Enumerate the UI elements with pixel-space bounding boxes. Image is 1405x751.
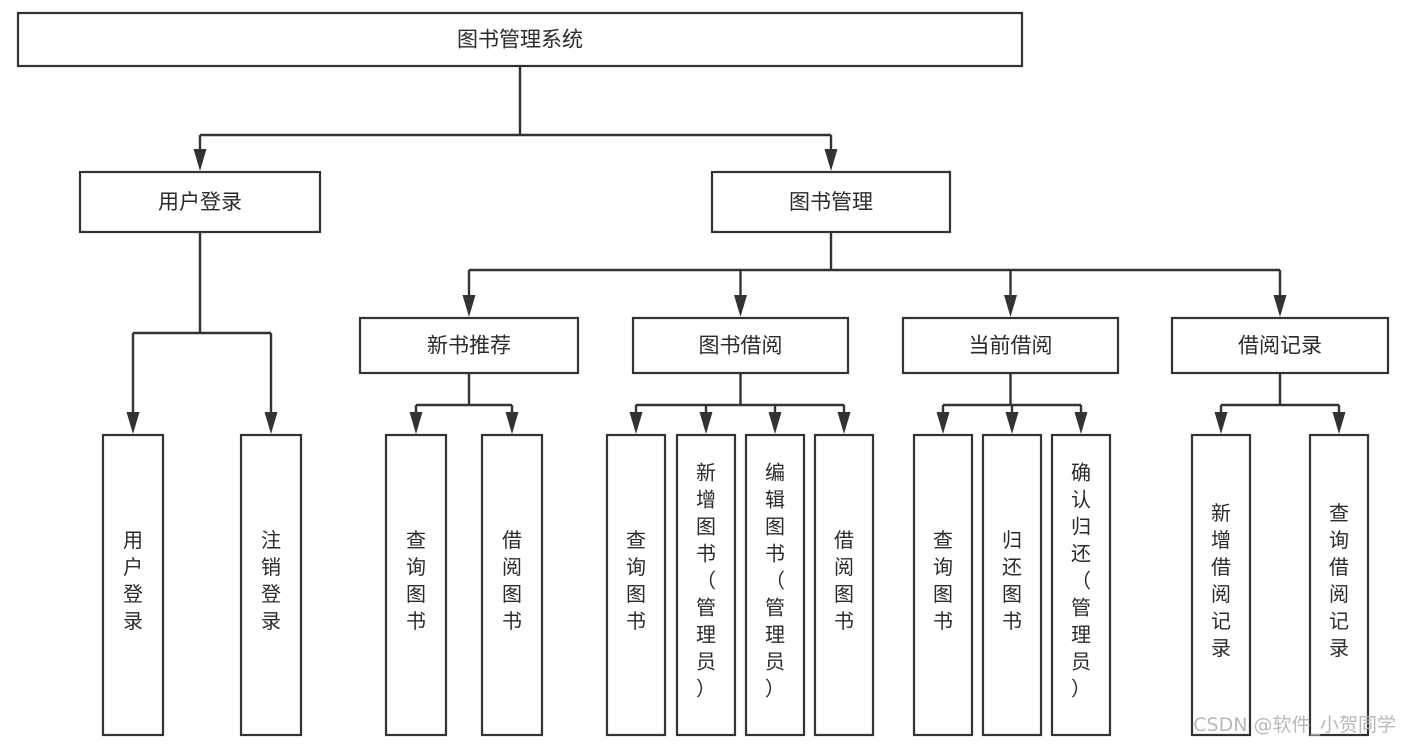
node-label-leaf-add-book: 新增图书（管理员） — [696, 461, 716, 701]
node-box-leaf-query-book-cur — [912, 433, 974, 737]
node-leaf-query-book-cur[interactable]: 查询图书 — [912, 433, 974, 737]
node-leaf-add-book[interactable]: 新增图书（管理员） — [675, 433, 737, 737]
node-box-leaf-borrow-book-rec — [480, 433, 544, 737]
node-leaf-edit-book[interactable]: 编辑图书（管理员） — [744, 433, 806, 737]
node-box-current-borrow — [901, 316, 1120, 375]
node-current-borrow[interactable]: 当前借阅 — [901, 316, 1120, 375]
connectors-layer — [126, 66, 1346, 434]
node-box-leaf-borrow-book — [813, 433, 875, 737]
node-leaf-borrow-book[interactable]: 借阅图书 — [813, 433, 875, 737]
node-borrow-records[interactable]: 借阅记录 — [1170, 316, 1390, 375]
node-box-book-borrow — [631, 316, 850, 375]
node-user-login[interactable]: 用户登录 — [78, 170, 322, 234]
node-label-book-manage: 图书管理 — [789, 190, 873, 214]
node-box-leaf-edit-book — [744, 433, 806, 737]
node-label-leaf-user-login: 用户登录 — [123, 528, 143, 633]
node-box-leaf-query-book-borrow — [605, 433, 667, 737]
node-box-root — [16, 11, 1024, 68]
node-leaf-query-book-rec[interactable]: 查询图书 — [384, 433, 448, 737]
node-box-leaf-query-record — [1308, 433, 1370, 737]
node-box-book-manage — [710, 170, 952, 234]
node-leaf-return-book[interactable]: 归还图书 — [981, 433, 1043, 737]
node-box-borrow-records — [1170, 316, 1390, 375]
node-leaf-user-login[interactable]: 用户登录 — [101, 433, 165, 737]
node-label-leaf-borrow-book: 借阅图书 — [834, 528, 854, 633]
node-box-new-book-recommend — [358, 316, 580, 375]
node-label-leaf-confirm-return: 确认归还（管理员） — [1071, 461, 1091, 701]
node-leaf-confirm-return[interactable]: 确认归还（管理员） — [1050, 433, 1112, 737]
node-label-leaf-add-record: 新增借阅记录 — [1211, 501, 1231, 660]
node-leaf-user-logout[interactable]: 注销登录 — [239, 433, 303, 737]
node-new-book-recommend[interactable]: 新书推荐 — [358, 316, 580, 375]
node-label-leaf-query-book-cur: 查询图书 — [933, 528, 953, 633]
node-leaf-query-book-borrow[interactable]: 查询图书 — [605, 433, 667, 737]
node-label-root: 图书管理系统 — [457, 28, 583, 52]
node-label-book-borrow: 图书借阅 — [699, 334, 783, 358]
node-box-user-login — [78, 170, 322, 234]
node-label-leaf-edit-book: 编辑图书（管理员） — [765, 461, 785, 701]
node-leaf-add-record[interactable]: 新增借阅记录 — [1190, 433, 1252, 737]
node-label-leaf-query-record: 查询借阅记录 — [1329, 501, 1349, 660]
node-label-leaf-query-book-rec: 查询图书 — [406, 528, 426, 633]
node-label-new-book-recommend: 新书推荐 — [427, 334, 511, 358]
csdn-watermark: CSDN @软件_小贺同学 — [1193, 714, 1396, 736]
node-box-leaf-confirm-return — [1050, 433, 1112, 737]
node-root[interactable]: 图书管理系统 — [16, 11, 1024, 68]
node-label-current-borrow: 当前借阅 — [969, 334, 1053, 358]
node-label-leaf-return-book: 归还图书 — [1002, 528, 1022, 633]
node-box-leaf-user-login — [101, 433, 165, 737]
node-label-user-login: 用户登录 — [158, 190, 242, 214]
node-box-leaf-query-book-rec — [384, 433, 448, 737]
node-leaf-query-record[interactable]: 查询借阅记录 — [1308, 433, 1370, 737]
node-box-leaf-add-record — [1190, 433, 1252, 737]
nodes-layer: 图书管理系统用户登录图书管理新书推荐图书借阅当前借阅借阅记录用户登录注销登录查询… — [16, 11, 1390, 737]
node-box-leaf-user-logout — [239, 433, 303, 737]
node-book-manage[interactable]: 图书管理 — [710, 170, 952, 234]
node-label-leaf-user-logout: 注销登录 — [261, 528, 281, 633]
node-book-borrow[interactable]: 图书借阅 — [631, 316, 850, 375]
node-leaf-borrow-book-rec[interactable]: 借阅图书 — [480, 433, 544, 737]
node-box-leaf-add-book — [675, 433, 737, 737]
node-label-borrow-records: 借阅记录 — [1238, 334, 1322, 358]
node-box-leaf-return-book — [981, 433, 1043, 737]
node-label-leaf-query-book-borrow: 查询图书 — [626, 528, 646, 633]
node-label-leaf-borrow-book-rec: 借阅图书 — [502, 528, 522, 633]
